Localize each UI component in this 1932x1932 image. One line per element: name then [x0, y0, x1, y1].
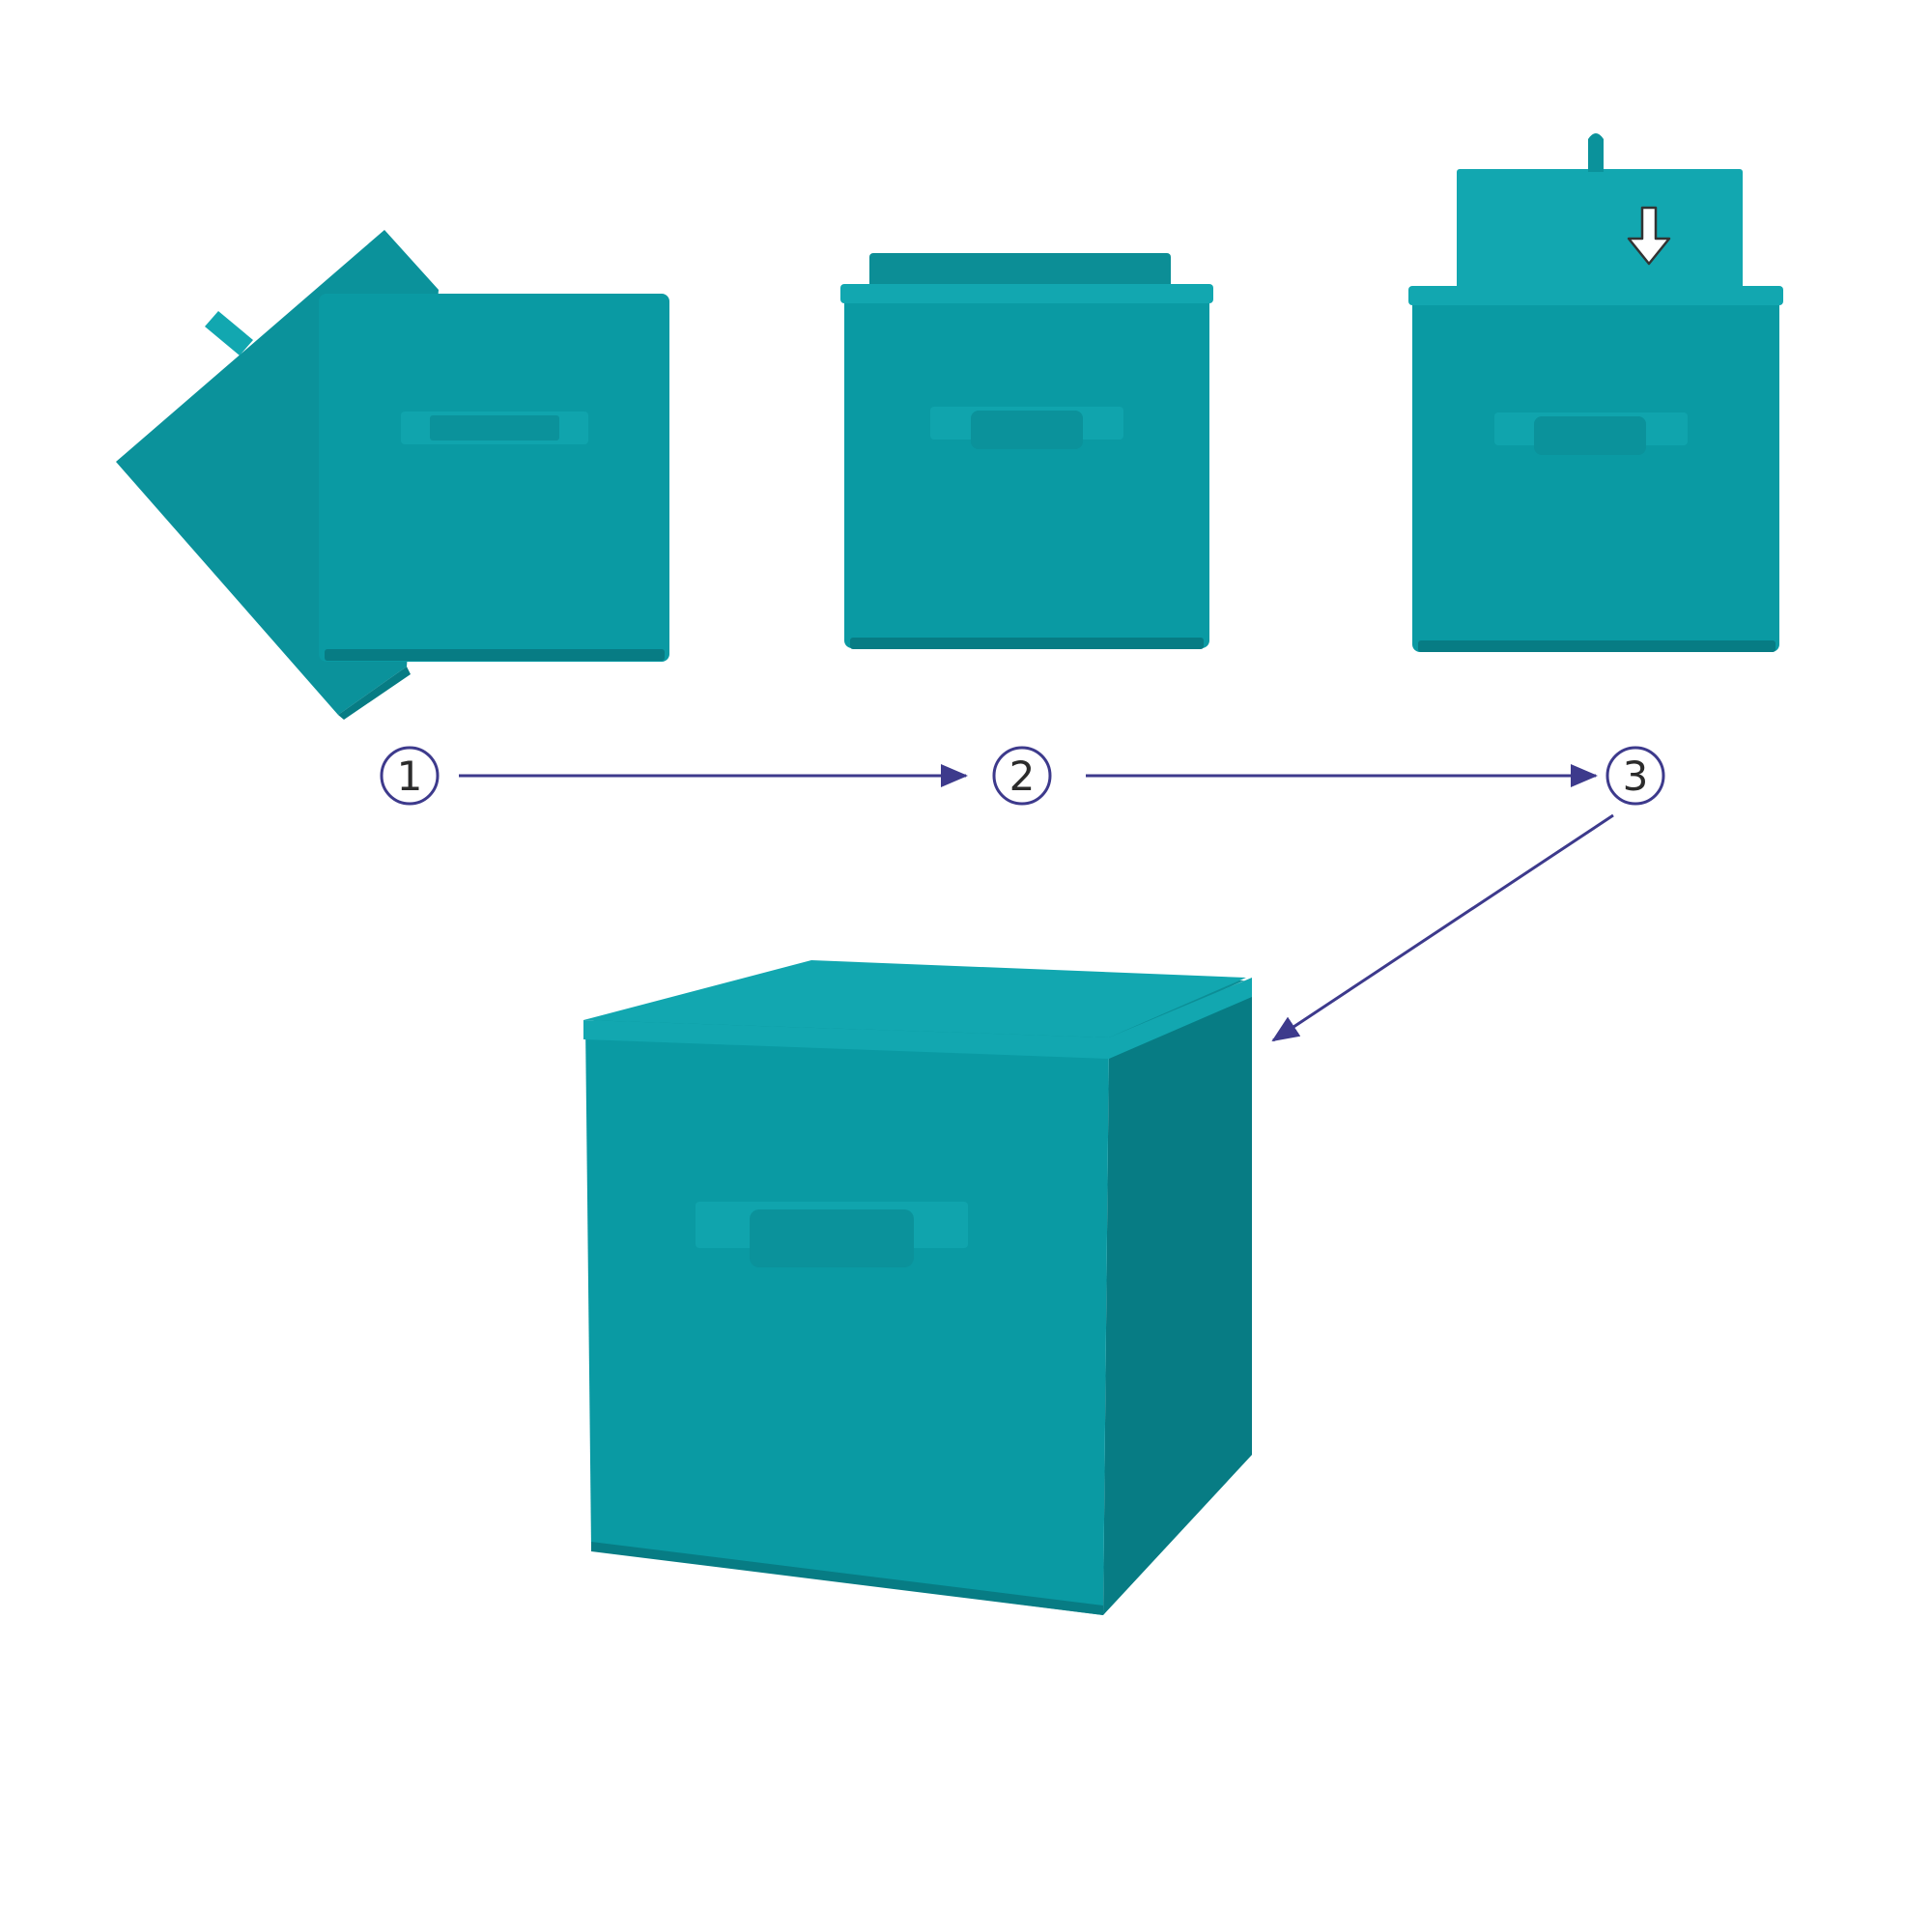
rim-step2 [840, 284, 1213, 303]
back-wall-top-step2 [869, 253, 1171, 292]
handle-step1-icon [401, 412, 588, 444]
folded-front-face [319, 294, 669, 662]
cube-right-side [1103, 980, 1252, 1615]
step-3-marker: 3 [1605, 746, 1665, 806]
step-2-marker: 2 [992, 746, 1052, 806]
box-front-face-step2 [844, 286, 1209, 648]
step-2-partly-unfolded-box-icon [840, 253, 1213, 649]
step-2-number: 2 [1009, 753, 1036, 800]
handle-step3-icon [1494, 412, 1688, 455]
insert-board [1457, 169, 1743, 304]
step-3-box-with-insert-icon [1408, 133, 1783, 652]
bottom-edge-step3 [1418, 640, 1776, 652]
cube-front-rim [583, 1020, 1109, 1059]
handle-result-icon [696, 1202, 968, 1267]
cube-back-rim [583, 960, 1246, 1037]
cube-front-face [585, 1022, 1109, 1615]
step-1-marker: 1 [380, 746, 440, 806]
folded-panel-back-edge [338, 667, 411, 720]
step-flow: 1 2 3 [380, 746, 1665, 1042]
step-3-number: 3 [1623, 753, 1649, 800]
insert-tab [1588, 133, 1604, 172]
push-down-arrow-icon [1627, 206, 1671, 266]
box-front-face-step3 [1412, 290, 1779, 652]
handle-step2-icon [930, 407, 1123, 449]
rim-step3 [1408, 286, 1783, 305]
folded-front-bottom-edge [325, 649, 665, 661]
cube-right-rim [1109, 978, 1252, 1059]
step-1-folded-box-icon [116, 230, 669, 720]
step-1-number: 1 [397, 753, 423, 800]
pull-tab-step1 [205, 311, 253, 355]
cube-bottom-edge [591, 1542, 1103, 1615]
bottom-edge-step2 [850, 638, 1204, 649]
arrow-3-to-result [1271, 813, 1614, 1042]
result-assembled-cube-icon [583, 960, 1252, 1615]
